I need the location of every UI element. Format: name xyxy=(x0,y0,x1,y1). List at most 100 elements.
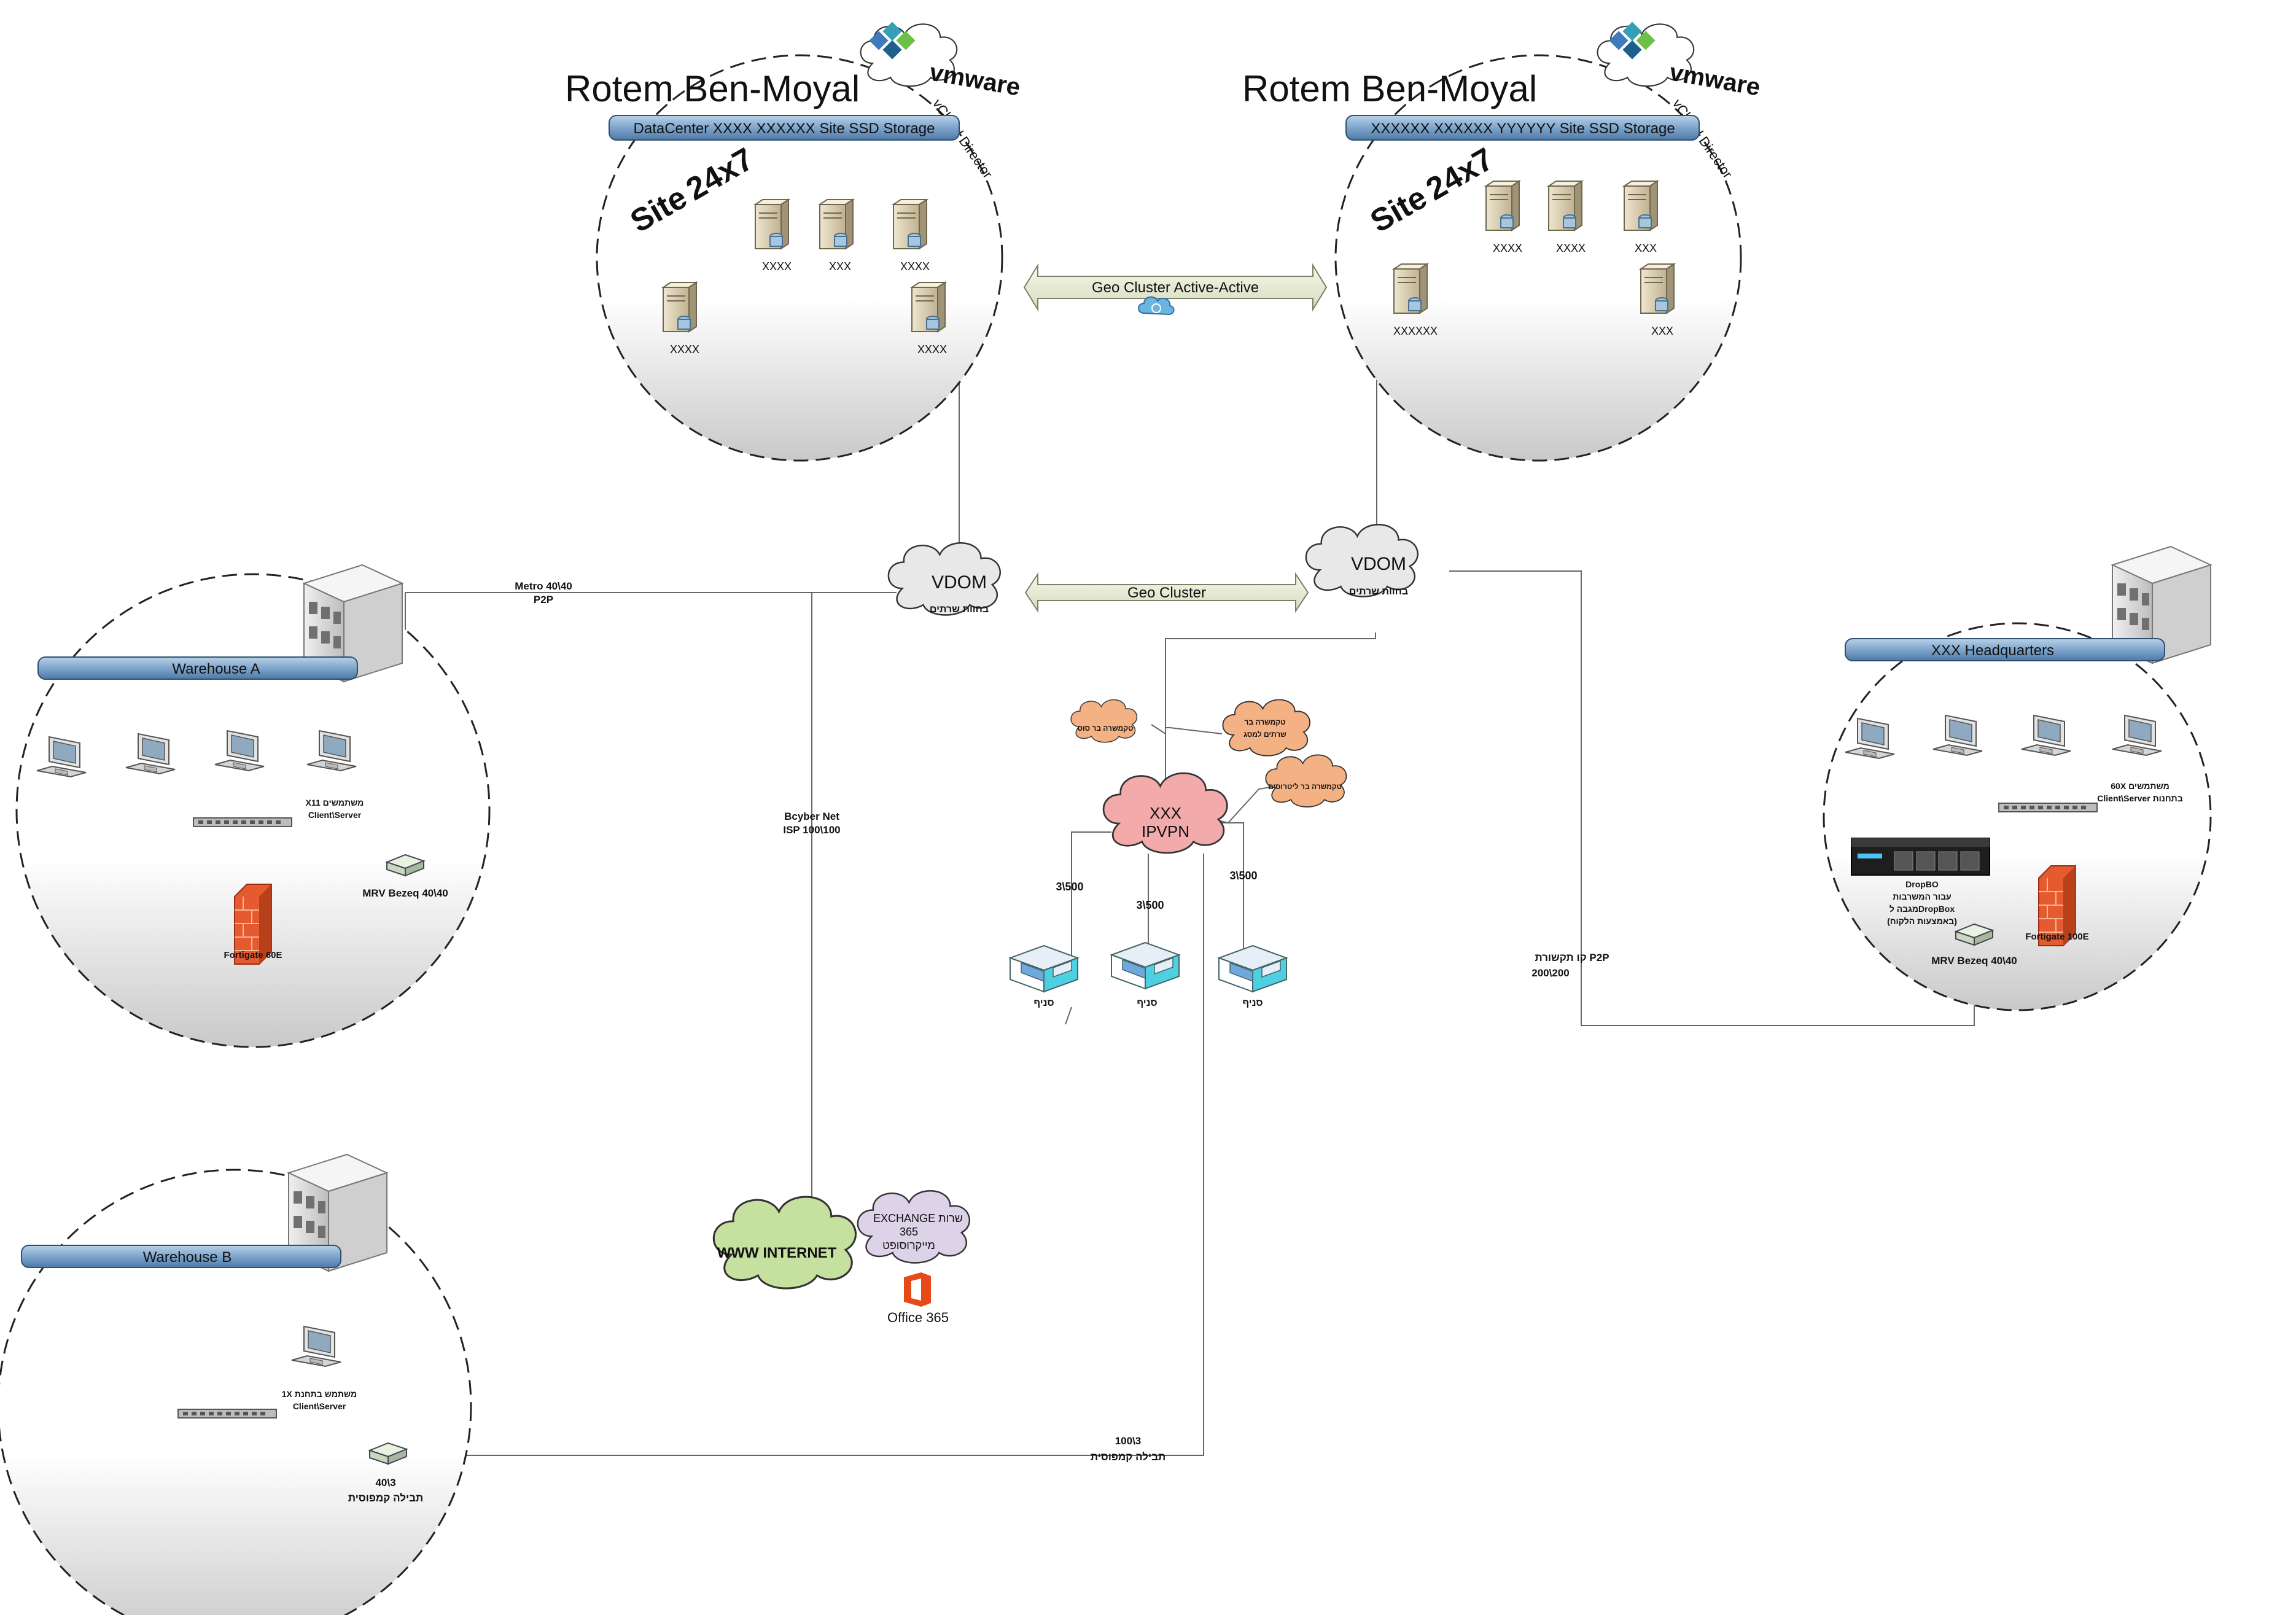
vdom-left-title: VDOM xyxy=(932,572,987,593)
geo-cluster-active-label: Geo Cluster Active-Active xyxy=(1092,279,1259,296)
office365-logo xyxy=(904,1272,931,1307)
branch-label: סניף xyxy=(1137,998,1157,1008)
branch-speed-label: 3\500 xyxy=(1136,899,1164,911)
headquarters-router-label: MRV Bezeq 40\40 xyxy=(1931,955,2017,967)
p2p-hq-link-label-2: 200\200 xyxy=(1531,967,1569,979)
server-dc-left-4 xyxy=(663,282,697,332)
ipvpn-label-line1: XXX xyxy=(1150,804,1181,822)
server-label: XXXX xyxy=(900,260,930,273)
datacenter-right-boundary xyxy=(1334,54,1742,462)
storage-bar-label-left: DataCenter XXXX XXXXXX Site SSD Storage xyxy=(634,120,935,137)
branch-speed-label: 3\500 xyxy=(1229,870,1257,882)
server-label: XXX xyxy=(1651,325,1673,337)
nas-label-4: (באמצעות הלקוח) xyxy=(1887,916,1957,926)
orange-cloud-1-label: טקמשרה בר סוס xyxy=(1078,724,1134,733)
server-dc-right-3 xyxy=(1624,181,1658,231)
nas-label-1: DropBO xyxy=(1905,879,1939,889)
campus-link-label-1: 100\3 xyxy=(1115,1435,1142,1447)
branch-speed-label: 3\500 xyxy=(1056,881,1083,893)
warehouse-a: Warehouse A X11 משתמשים Client\Server Fo… xyxy=(15,564,491,1048)
warehouse-a-boundary xyxy=(15,573,491,1048)
branch-label: סניף xyxy=(1033,998,1054,1008)
author-label-left: Rotem Ben-Moyal xyxy=(565,68,860,109)
exchange-label-2: 365 xyxy=(900,1226,918,1238)
warehouse-a-clients-label-1: X11 משתמשים xyxy=(306,798,364,808)
warehouse-b-bar xyxy=(21,1245,341,1268)
ipvpn-label-line2: IPVPN xyxy=(1142,822,1189,841)
server-dc-left-1 xyxy=(755,199,789,249)
datacenter-right: vmware vCloud Director Rotem Ben-Moyal X… xyxy=(1242,21,1762,462)
nas-device-icon xyxy=(1851,838,1990,876)
headquarters-clients-label-2: Client\Server בתחנות xyxy=(2097,793,2182,803)
internet-cloud xyxy=(712,1196,857,1290)
storage-bar-right xyxy=(1345,115,1700,141)
datacenter-left-boundary xyxy=(596,54,1003,462)
nas-label-2: עבור המשרבות xyxy=(1893,892,1951,901)
server-dc-right-2 xyxy=(1548,181,1582,231)
geo-cluster-label: Geo Cluster xyxy=(1127,585,1206,601)
warehouse-b-boundary xyxy=(0,1169,472,1615)
server-dc-left-2 xyxy=(819,199,854,249)
exchange-label-1: EXCHANGE שרות xyxy=(873,1212,963,1224)
server-label: XXXX xyxy=(762,260,792,273)
storage-bar-label-right: XXXXXX XXXXXX YYYYYY Site SSD Storage xyxy=(1371,120,1675,137)
warehouse-b-clients-label-1: 1X משתמש בתחנת xyxy=(282,1389,357,1399)
campus-link-label-2: תבילה קמפוסית xyxy=(1091,1451,1166,1463)
warehouse-a-bar xyxy=(37,656,358,680)
author-label-right: Rotem Ben-Moyal xyxy=(1242,68,1537,109)
branch-building-3 xyxy=(1218,945,1287,992)
office365-label: Office 365 xyxy=(887,1310,949,1325)
orange-cloud-1 xyxy=(1070,699,1138,743)
geo-cluster-active-arrow: Geo Cluster Active-Active xyxy=(1023,263,1328,316)
server-label: XXXXXX xyxy=(1393,325,1438,337)
orange-cloud-3-label: טקמשרה בר ליטרוסים xyxy=(1268,782,1342,791)
server-dc-left-5 xyxy=(911,282,946,332)
p2p-hq-link-label-1: קו תקשורת P2P xyxy=(1535,952,1609,963)
server-label: XXXX xyxy=(917,343,947,356)
internet-label: WWW INTERNET xyxy=(717,1245,837,1261)
headquarters-bar xyxy=(1845,638,2165,661)
orange-cloud-3 xyxy=(1265,754,1347,808)
bcyber-link-label-2: ISP 100\100 xyxy=(783,824,840,836)
branch-building-2 xyxy=(1111,942,1180,989)
headquarters-boundary xyxy=(1823,622,2212,1011)
bcyber-link-label-1: Bcyber Net xyxy=(784,811,839,822)
vdom-right-title: VDOM xyxy=(1351,554,1406,574)
datacenter-left: vmware vCloud Director Rotem Ben-Moyal D… xyxy=(565,21,1022,462)
warehouse-a-firewall-label: Fortigate 60E xyxy=(224,950,282,960)
server-label: XXX xyxy=(829,260,851,273)
branch-building-1 xyxy=(1010,945,1078,992)
orange-cloud-2-label-b: שרתים למסג xyxy=(1243,730,1286,739)
server-label: XXX xyxy=(1635,242,1657,254)
server-label: XXXX xyxy=(1493,242,1522,254)
headquarters: XXX Headquarters 60X משתמשים Client\Serv… xyxy=(1823,546,2212,1011)
headquarters-clients-label-1: 60X משתמשים xyxy=(2111,781,2170,791)
vmware-logo-text: vmware xyxy=(927,59,1022,101)
warehouse-b-clients-label-2: Client\Server xyxy=(293,1401,346,1411)
storage-bar-left xyxy=(609,115,960,141)
orange-cloud-2-label-a: טקמשרה בר xyxy=(1245,718,1286,726)
metro-link-label-2: P2P xyxy=(534,594,553,605)
sync-cloud-icon xyxy=(1138,296,1175,316)
server-dc-left-3 xyxy=(893,199,927,249)
headquarters-bar-label: XXX Headquarters xyxy=(1931,642,2054,659)
warehouse-a-router-label: MRV Bezeq 40\40 xyxy=(362,887,448,899)
geo-cluster-arrow: Geo Cluster xyxy=(1024,572,1309,613)
server-dc-right-4 xyxy=(1393,263,1428,314)
warehouse-b-router-speed: 40\3 xyxy=(375,1477,395,1489)
warehouse-a-clients-label-2: Client\Server xyxy=(308,810,362,820)
nas-label-3: מגבה לDropBox xyxy=(1889,904,1955,914)
server-dc-right-5 xyxy=(1640,263,1675,314)
warehouse-b: Warehouse B 1X משתמש בתחנת Client\Server… xyxy=(0,1154,472,1615)
switch-icon xyxy=(193,817,292,827)
vdom-left-subtitle: בחוות שרתים xyxy=(930,604,989,615)
server-label: XXXX xyxy=(1556,242,1586,254)
warehouse-a-bar-label: Warehouse A xyxy=(172,661,260,677)
exchange-label-3: מייקרוסופט xyxy=(882,1239,935,1251)
switch-icon xyxy=(1998,803,2098,812)
orange-cloud-2 xyxy=(1222,699,1311,757)
warehouse-b-bar-label: Warehouse B xyxy=(143,1249,232,1266)
headquarters-firewall-label: Fortigate 100E xyxy=(2025,932,2088,942)
warehouse-b-router-name: תבילה קמפוסית xyxy=(348,1492,423,1504)
